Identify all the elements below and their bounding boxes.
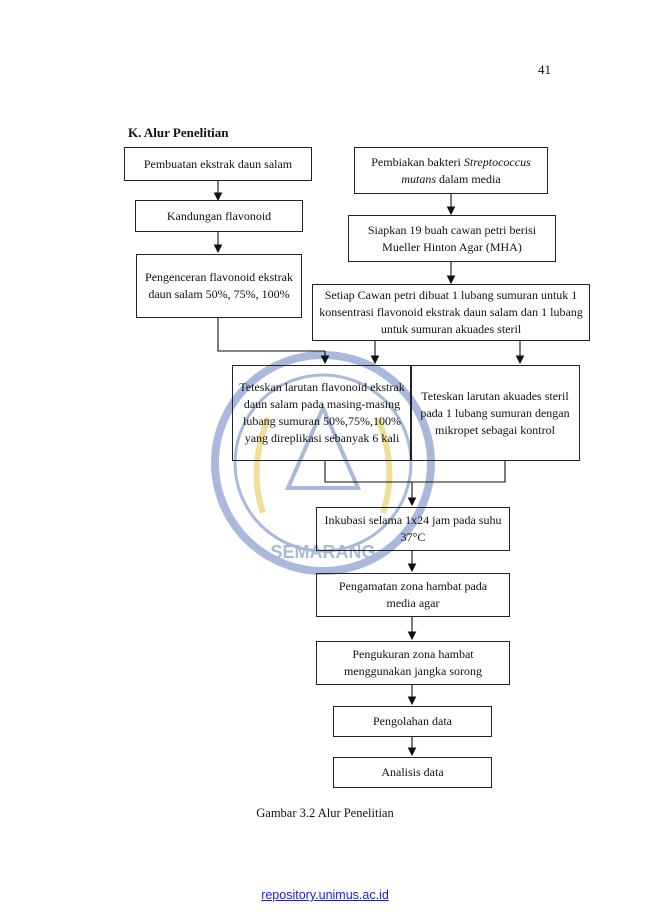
seal-inner-ring [233,373,413,553]
box-petri-preparation: Siapkan 19 buah cawan petri berisi Muell… [348,215,556,262]
box-well-preparation: Setiap Cawan petri dibuat 1 lubang sumur… [312,284,590,341]
box-extract-preparation: Pembuatan ekstrak daun salam [124,147,312,181]
box-data-analysis: Analisis data [333,757,492,788]
box-drop-flavonoid: Teteskan larutan flavonoid ekstrak daun … [232,365,412,461]
bacteria-species: Streptococcus mutans [401,154,531,186]
box-data-analysis-text: Analisis data [381,765,444,779]
box-observation-text: Pengamatan zona hambat pada media agar [338,579,488,610]
seal-laurel-left [253,416,271,514]
repository-link[interactable]: repository.unimus.ac.id [261,888,389,902]
university-seal-watermark: SEMARANG [211,351,435,575]
box-incubation: Inkubasi selama 1x24 jam pada suhu 37°C [316,507,510,551]
box-bacteria-culture: Pembiakan bakteri Streptococcus mutans d… [354,147,548,194]
box-observation: Pengamatan zona hambat pada media agar [316,573,510,617]
seal-laurel-right [375,416,393,514]
bacteria-text-suffix: dalam media [436,171,501,186]
seal-emblem [284,403,362,490]
box-drop-flavonoid-text: Teteskan larutan flavonoid ekstrak daun … [239,380,405,445]
box-data-processing: Pengolahan data [333,706,492,737]
bacteria-text-prefix: Pembiakan bakteri [371,154,464,169]
box-incubation-text: Inkubasi selama 1x24 jam pada suhu 37°C [324,513,502,544]
box-well-preparation-text: Setiap Cawan petri dibuat 1 lubang sumur… [319,288,583,336]
box-dilution: Pengenceran flavonoid ekstrak daun salam… [136,254,302,318]
connector-dilution [217,318,325,352]
box-petri-preparation-text: Siapkan 19 buah cawan petri berisi Muell… [367,222,537,254]
box-data-processing-text: Pengolahan data [373,714,452,728]
box-flavonoid-content: Kandungan flavonoid [135,200,303,232]
box-extract-preparation-text: Pembuatan ekstrak daun salam [143,156,293,171]
box-measurement-text: Pengukuran zona hambat menggunakan jangk… [344,647,482,678]
page-number: 41 [538,62,551,77]
box-dilution-text: Pengenceran flavonoid ekstrak daun salam… [145,270,293,301]
figure-caption: Gambar 3.2 Alur Penelitian [256,806,394,820]
connector-merge [324,461,506,483]
box-bacteria-culture-text: Pembiakan bakteri Streptococcus mutans d… [361,154,541,188]
section-heading: K. Alur Penelitian [128,125,229,140]
seal-text: SEMARANG [270,542,375,562]
box-flavonoid-content-text: Kandungan flavonoid [166,208,272,223]
box-measurement: Pengukuran zona hambat menggunakan jangk… [316,641,510,685]
box-drop-aquadest: Teteskan larutan akuades steril pada 1 l… [410,365,580,461]
box-drop-aquadest-text: Teteskan larutan akuades steril pada 1 l… [420,388,570,437]
seal-outer-ring [211,351,435,575]
